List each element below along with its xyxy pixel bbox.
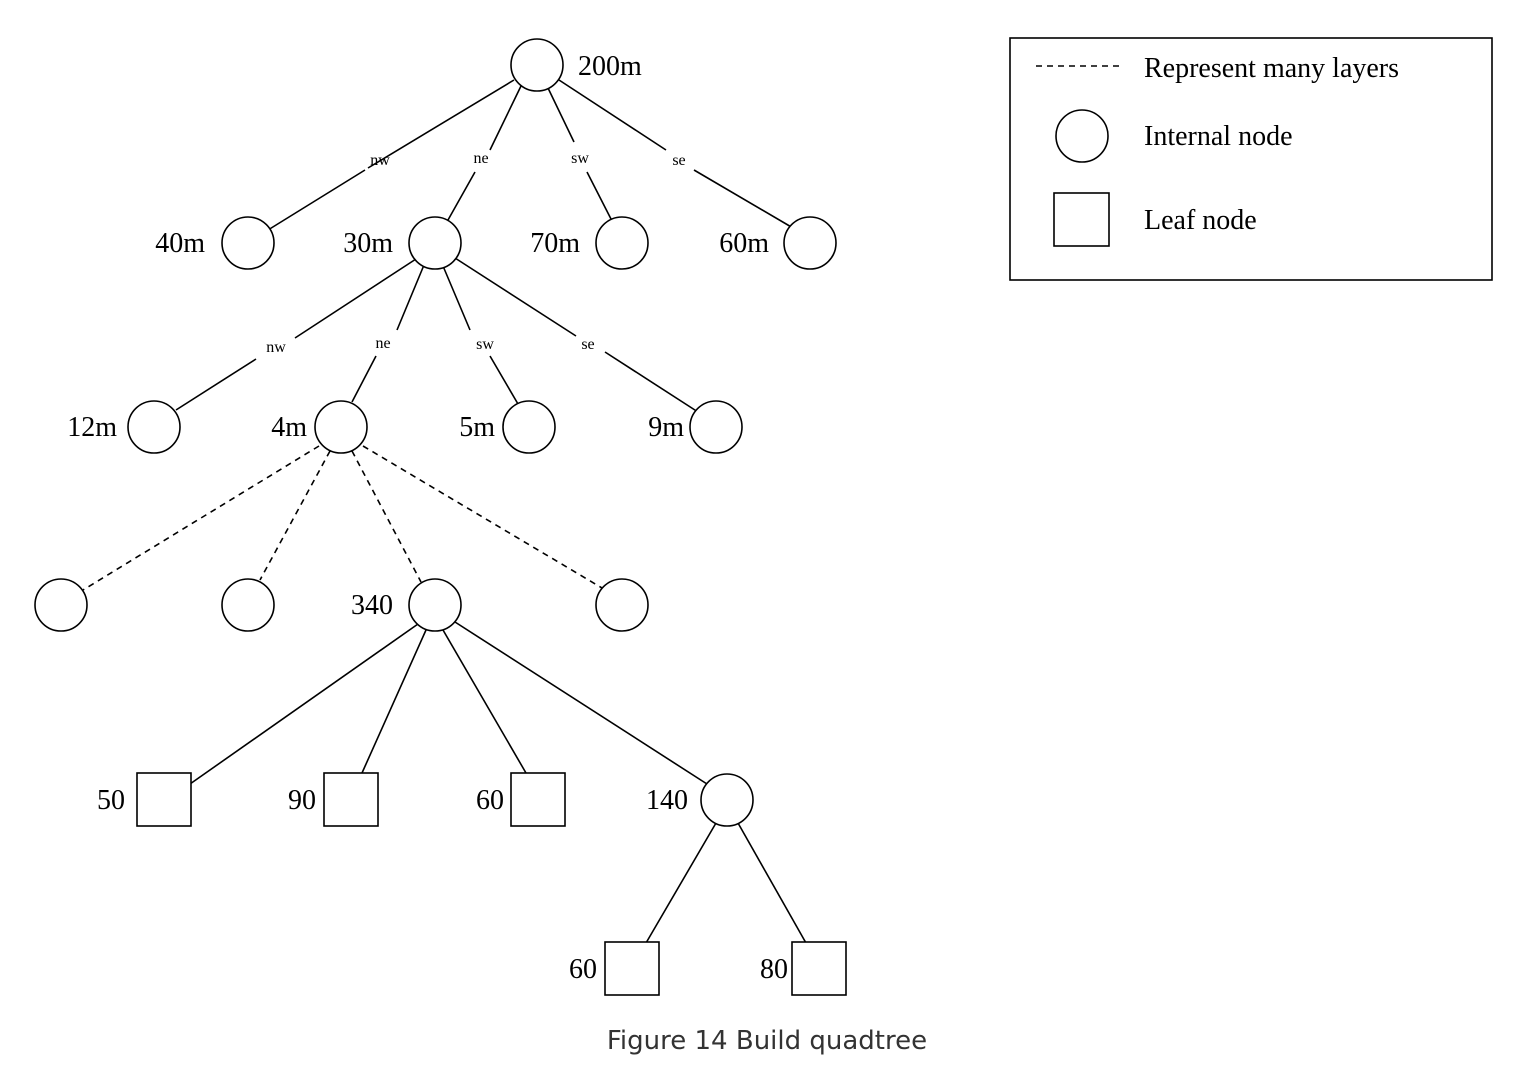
- edge-labels: nw ne sw se nw ne sw se: [266, 150, 685, 356]
- internal-node: [700, 773, 754, 827]
- leaf-node: [136, 772, 192, 827]
- leaf-node: [604, 941, 660, 996]
- node-label: 12m: [67, 412, 117, 443]
- edge-4m-se-dashed: [362, 445, 603, 589]
- edge-root-se-lower: [693, 169, 794, 229]
- edge-root-ne-lower: [447, 171, 476, 221]
- edge-root-ne: [489, 85, 522, 151]
- node-label: 340: [351, 590, 393, 621]
- legend-dashed-label: Represent many layers: [1144, 53, 1399, 84]
- internal-node: [783, 216, 837, 270]
- internal-node: [314, 400, 368, 454]
- edge-label-ne: ne: [375, 335, 390, 352]
- edge-label-sw: sw: [571, 150, 589, 167]
- edge-root-nw: [367, 79, 515, 169]
- edge-30m-ne-lower: [351, 355, 377, 403]
- node-label: 60: [569, 954, 597, 985]
- node-label: 5m: [459, 412, 495, 443]
- nodes: [34, 38, 847, 996]
- edge-30m-nw: [294, 258, 417, 339]
- node-label: 60m: [719, 228, 769, 259]
- node-labels: 200m 40m 30m 70m 60m 12m 4m 5m 9m 340 50…: [67, 51, 788, 985]
- node-label: 50: [97, 785, 125, 816]
- internal-node: [408, 578, 462, 632]
- square-icon: [1053, 192, 1110, 247]
- node-label: 70m: [530, 228, 580, 259]
- internal-node-root: [510, 38, 564, 92]
- internal-node: [595, 578, 649, 632]
- edges: [82, 79, 807, 944]
- edge-30m-se-lower: [604, 351, 699, 413]
- circle-icon: [1055, 109, 1109, 163]
- legend: Represent many layers Internal node Leaf…: [1009, 37, 1493, 281]
- edge-root-sw: [547, 87, 575, 143]
- edge-label-se: se: [581, 336, 594, 353]
- edge-label-nw: nw: [370, 152, 390, 169]
- edge-140-right: [737, 822, 807, 944]
- internal-node: [502, 400, 556, 454]
- node-label: 140: [646, 785, 688, 816]
- internal-node: [221, 216, 275, 270]
- edge-30m-ne: [396, 264, 425, 331]
- legend-leaf-label: Leaf node: [1144, 205, 1257, 236]
- internal-node: [689, 400, 743, 454]
- edge-root-sw-lower: [586, 171, 612, 220]
- dashed-edges: [82, 445, 603, 591]
- node-label: 90: [288, 785, 316, 816]
- node-label: 40m: [155, 228, 205, 259]
- node-label-root: 200m: [578, 51, 642, 82]
- edge-label-sw: sw: [476, 336, 494, 353]
- node-label: 60: [476, 785, 504, 816]
- node-label: 30m: [343, 228, 393, 259]
- edge-340-sw: [442, 629, 527, 774]
- edge-root-se: [558, 79, 667, 151]
- internal-node: [127, 400, 181, 454]
- edge-label-nw: nw: [266, 339, 286, 356]
- leaf-node: [323, 772, 379, 827]
- edge-340-nw: [189, 623, 419, 785]
- edge-140-left: [645, 822, 717, 944]
- edge-340-se: [454, 621, 708, 785]
- edge-root-nw-lower: [267, 169, 366, 231]
- internal-node: [408, 216, 462, 270]
- edge-30m-sw: [442, 265, 471, 331]
- legend-internal-label: Internal node: [1144, 121, 1293, 152]
- leaf-node: [791, 941, 847, 996]
- edge-4m-nw-dashed: [82, 445, 320, 591]
- internal-node: [221, 578, 275, 632]
- edge-label-se: se: [672, 152, 685, 169]
- internal-node: [34, 578, 88, 632]
- edge-30m-se: [454, 257, 577, 337]
- node-label: 9m: [648, 412, 684, 443]
- node-label: 80: [760, 954, 788, 985]
- node-label: 4m: [271, 412, 307, 443]
- leaf-node: [510, 772, 566, 827]
- internal-node: [595, 216, 649, 270]
- edge-30m-sw-lower: [489, 355, 519, 405]
- figure-caption: Figure 14 Build quadtree: [606, 1026, 928, 1056]
- edge-4m-ne-dashed: [259, 450, 331, 581]
- edge-4m-sw-dashed: [351, 450, 422, 583]
- edge-340-ne: [361, 629, 427, 774]
- edge-label-ne: ne: [473, 150, 488, 167]
- edge-30m-nw-lower: [175, 358, 257, 411]
